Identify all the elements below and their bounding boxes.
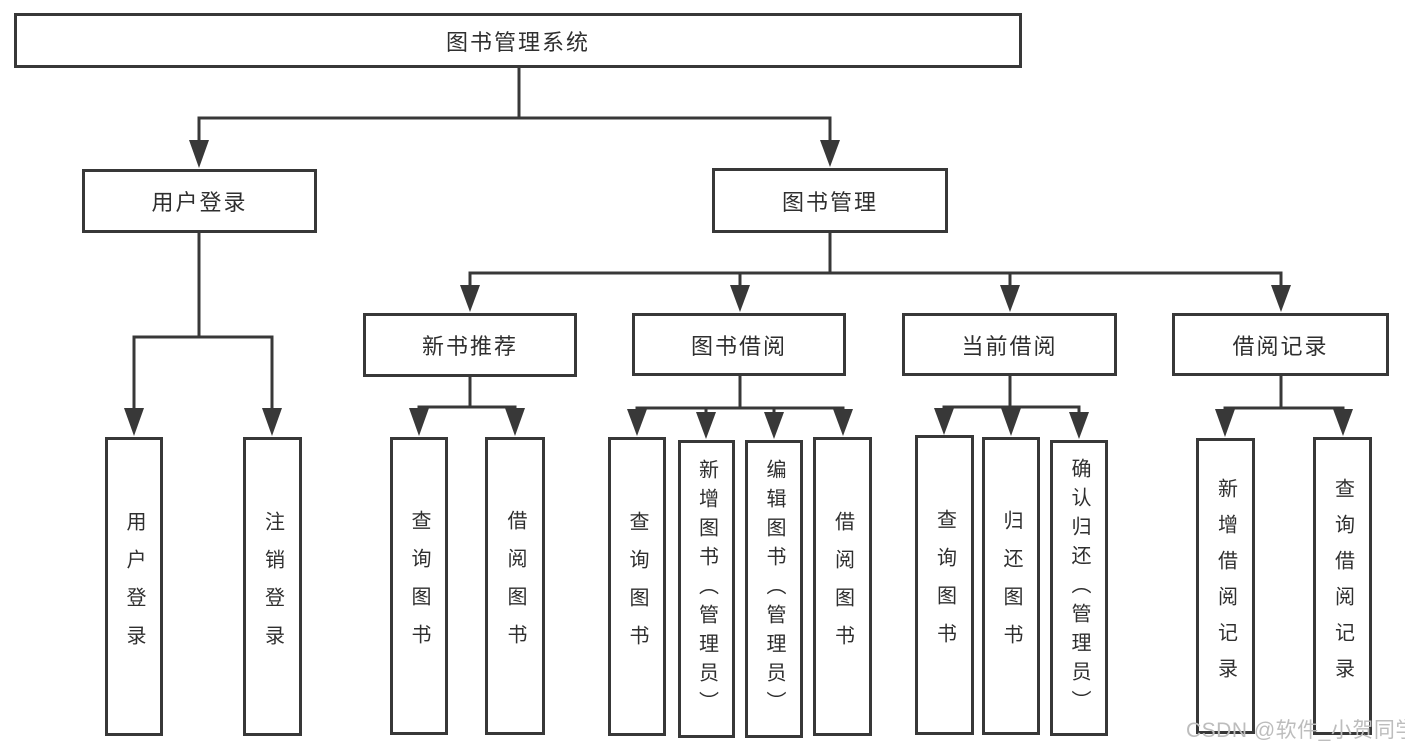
- leaf-query-book-current: 查询图书: [915, 435, 974, 735]
- node-new-book-recommend: 新书推荐: [363, 313, 577, 377]
- node-book-management: 图书管理: [712, 168, 948, 233]
- leaf-edit-book-admin: 编辑图书（管理员）: [745, 440, 803, 738]
- node-user-login: 用户登录: [82, 169, 317, 233]
- connector-root-to-level2: [189, 67, 840, 168]
- leaf-label: 用户登录: [123, 510, 145, 663]
- leaf-borrow-book-recommend: 借阅图书: [485, 437, 545, 735]
- leaf-label: 编辑图书（管理员）: [763, 458, 785, 720]
- leaf-label: 查询借阅记录: [1331, 478, 1354, 694]
- node-label: 用户登录: [151, 190, 248, 215]
- node-label: 图书管理系统: [445, 29, 590, 55]
- leaf-label: 查询图书: [626, 510, 648, 663]
- leaf-add-book-admin: 新增图书（管理员）: [678, 440, 735, 738]
- node-label: 借阅记录: [1232, 333, 1329, 359]
- leaf-return-book: 归还图书: [982, 437, 1040, 735]
- leaf-label: 查询图书: [408, 510, 430, 662]
- leaf-label: 新增借阅记录: [1214, 478, 1237, 694]
- connector-userlogin-to-leaves: [124, 233, 282, 436]
- csdn-watermark: CSDN @软件_小贺同学: [1186, 719, 1405, 742]
- leaf-query-borrow-record: 查询借阅记录: [1313, 437, 1372, 735]
- leaf-query-book-recommend: 查询图书: [390, 437, 448, 735]
- leaf-label: 借阅图书: [504, 510, 526, 662]
- leaf-logout: 注销登录: [243, 437, 302, 736]
- leaf-label: 查询图书: [933, 509, 956, 661]
- connector-newbook-to-leaves: [409, 377, 525, 436]
- node-library-management-system: 图书管理系统: [14, 13, 1022, 68]
- connector-currentborrow-to-leaves: [934, 376, 1089, 439]
- leaf-label: 注销登录: [261, 510, 284, 663]
- node-label: 当前借阅: [961, 333, 1058, 359]
- node-borrow-records: 借阅记录: [1172, 313, 1389, 376]
- leaf-user-login: 用户登录: [105, 437, 163, 736]
- leaf-label: 借阅图书: [831, 510, 854, 663]
- leaf-borrow-book: 借阅图书: [813, 437, 872, 736]
- node-label: 新书推荐: [421, 334, 518, 359]
- connector-borrowrecords-to-leaves: [1215, 376, 1353, 437]
- connector-bookmgmt-to-level3: [460, 233, 1291, 312]
- node-book-borrow: 图书借阅: [632, 313, 846, 376]
- leaf-label: 新增图书（管理员）: [695, 458, 718, 720]
- node-current-borrow: 当前借阅: [902, 313, 1117, 376]
- node-label: 图书借阅: [690, 333, 787, 359]
- leaf-confirm-return-admin: 确认归还（管理员）: [1050, 440, 1108, 736]
- node-label: 图书管理: [781, 189, 878, 215]
- connector-bookborrow-to-leaves: [627, 376, 853, 439]
- leaf-label: 归还图书: [1000, 510, 1022, 662]
- leaf-query-book-borrow: 查询图书: [608, 437, 666, 736]
- leaf-add-borrow-record: 新增借阅记录: [1196, 438, 1255, 734]
- leaf-label: 确认归还（管理员）: [1068, 457, 1090, 719]
